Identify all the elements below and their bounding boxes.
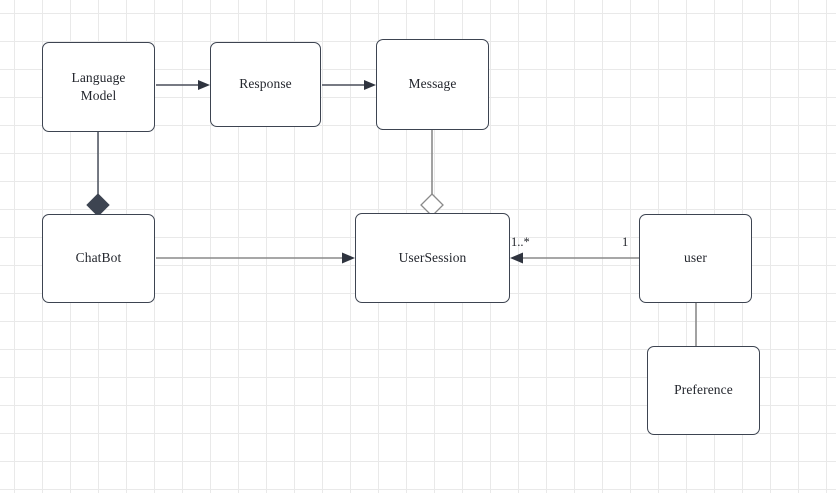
edge-user-usersession[interactable]	[510, 252, 639, 264]
node-response[interactable]: Response	[210, 42, 321, 127]
node-language-model-label: Language Model	[71, 69, 126, 103]
edge-languagemodel-chatbot[interactable]	[86, 132, 110, 217]
multiplicity-label-user-side: 1	[622, 235, 629, 249]
node-preference-label: Preference	[674, 382, 733, 398]
node-message-label: Message	[408, 76, 457, 92]
node-language-model[interactable]: Language Model	[42, 42, 155, 132]
node-response-label: Response	[239, 76, 292, 92]
node-user[interactable]: user	[639, 214, 752, 303]
edge-languagemodel-response[interactable]	[156, 80, 210, 90]
node-user-label: user	[684, 250, 707, 266]
node-preference[interactable]: Preference	[647, 346, 760, 435]
multiplicity-label-usersession-side: 1..*	[511, 235, 530, 249]
node-usersession[interactable]: UserSession	[355, 213, 510, 303]
edge-response-message[interactable]	[322, 80, 376, 90]
node-message[interactable]: Message	[376, 39, 489, 130]
edge-message-usersession[interactable]	[420, 130, 444, 217]
edge-chatbot-usersession[interactable]	[156, 252, 355, 264]
node-usersession-label: UserSession	[398, 249, 467, 265]
node-chatbot-label: ChatBot	[75, 250, 122, 266]
node-chatbot[interactable]: ChatBot	[42, 214, 155, 303]
